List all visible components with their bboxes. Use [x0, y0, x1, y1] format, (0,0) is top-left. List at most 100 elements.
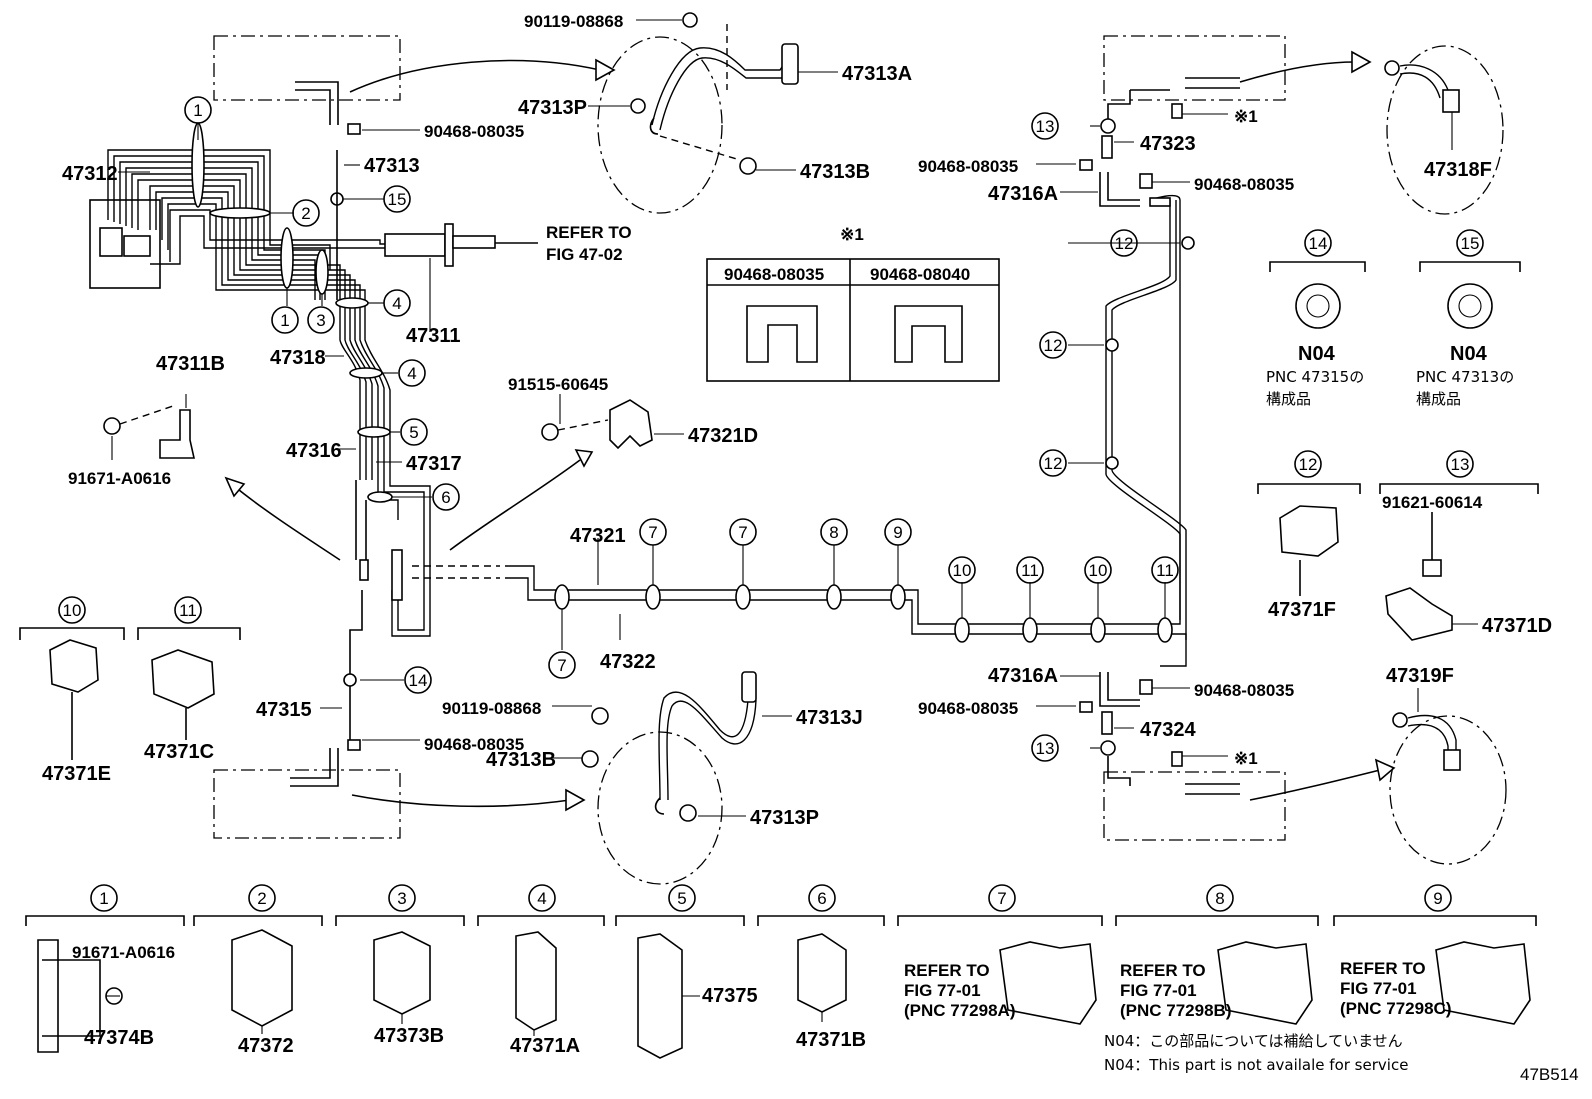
svg-text:12: 12	[1044, 336, 1063, 355]
bracket-b1	[25, 915, 185, 926]
circle-5: 5	[400, 418, 428, 446]
fitting-47324	[1101, 711, 1113, 735]
circle-4-bot: 4	[398, 359, 426, 387]
circle-10-b: 10	[1084, 556, 1112, 584]
svg-text:13: 13	[1451, 455, 1470, 474]
label-90468-e: 90468-08035	[1194, 681, 1294, 700]
arrow-curve-fr	[1239, 61, 1356, 83]
clamp-7-c	[735, 584, 751, 610]
bracket-b7	[897, 915, 1103, 926]
hose-end-47318F	[1442, 89, 1460, 113]
label-47313A: 47313A	[842, 63, 912, 85]
clip-90468c	[1079, 159, 1093, 171]
label-91621: 91621-60614	[1382, 493, 1483, 512]
n04-14-line3: 構成品	[1266, 390, 1311, 408]
svg-text:3: 3	[397, 889, 406, 908]
svg-text:2: 2	[301, 204, 310, 223]
joint-13-top	[1100, 118, 1116, 134]
refer-7-line1: REFER TO	[904, 961, 990, 980]
svg-text:3: 3	[316, 311, 325, 330]
svg-text:11: 11	[1021, 561, 1039, 580]
svg-text:14: 14	[409, 671, 428, 690]
circle-13-top: 13	[1031, 112, 1059, 140]
svg-text:5: 5	[409, 423, 418, 442]
label-91671-b: 91671-A0616	[72, 943, 175, 962]
bracket-b5	[615, 915, 745, 926]
grommet-47313P-bot	[679, 804, 697, 822]
circle-15-right: 15	[1456, 229, 1484, 257]
label-47374B: 47374B	[84, 1027, 154, 1049]
circle-b3: 3	[388, 884, 416, 912]
svg-text:8: 8	[1215, 889, 1224, 908]
label-91671-a: 91671-A0616	[68, 469, 171, 488]
clamp-47372	[231, 929, 293, 1027]
label-47318: 47318	[270, 347, 326, 369]
fitting-47318F	[1384, 60, 1400, 76]
hose-end-47319F	[1443, 749, 1461, 771]
tube-right-riser	[1111, 200, 1187, 640]
circle-b5: 5	[668, 884, 696, 912]
label-47313: 47313	[364, 155, 420, 177]
note-n04-ja: N04：この部品については補給していません	[1104, 1032, 1403, 1050]
bolt-91621	[1422, 559, 1442, 577]
svg-text:9: 9	[1433, 889, 1442, 908]
label-47375: 47375	[702, 985, 758, 1007]
tube-47315	[349, 590, 363, 740]
clamp-11-b	[1157, 617, 1173, 643]
clip-90468e	[1139, 679, 1153, 695]
inset-box-front-left	[213, 35, 401, 101]
hose-end-47313J	[741, 671, 757, 703]
clamp-7-a	[554, 584, 570, 610]
clamp-2	[209, 207, 271, 219]
clamp-47371D	[1385, 587, 1453, 641]
clamp-7-b	[645, 584, 661, 610]
circle-b1: 1	[90, 884, 118, 912]
clamp-4-bot	[349, 367, 383, 379]
detail-ellipse-rl	[597, 731, 723, 885]
legend-box	[706, 258, 1000, 382]
circle-12-c: 12	[1039, 449, 1067, 477]
detail-ellipse-fr	[1386, 45, 1504, 215]
n04-14-line1: N04	[1298, 343, 1336, 365]
hose-47313A-b	[659, 57, 782, 131]
tube-47316A-top-b	[1099, 172, 1140, 207]
rear-right-hose-group	[1079, 655, 1507, 865]
clamp-1-mid	[280, 227, 294, 289]
tube-right-riser-b	[1105, 200, 1181, 620]
junction-b	[391, 549, 403, 601]
bracket-b2	[193, 915, 323, 926]
bracket-13	[1379, 483, 1539, 494]
label-47322: 47322	[600, 651, 656, 673]
grommet-15	[1447, 283, 1493, 329]
arrow-curve-rr	[1249, 769, 1381, 801]
detail-ellipse-rr	[1389, 715, 1507, 865]
joint-12-a	[1181, 236, 1195, 250]
label-90468-b: 90468-08035	[424, 735, 524, 754]
refer-8-line1: REFER TO	[1120, 961, 1206, 980]
long-tube-group	[505, 194, 1195, 655]
circle-8: 8	[820, 518, 848, 546]
svg-text:10: 10	[1089, 561, 1108, 580]
svg-text:13: 13	[1036, 739, 1055, 758]
label-47371C: 47371C	[144, 741, 214, 763]
label-47312: 47312	[62, 163, 118, 185]
svg-text:9: 9	[893, 523, 902, 542]
clip-shape-b	[894, 305, 963, 363]
label-47316A-top: 47316A	[988, 183, 1058, 205]
label-47313B-bot: 47313B	[486, 749, 556, 771]
refer-9-line2: FIG 77-01	[1340, 979, 1417, 998]
label-47324: 47324	[1140, 719, 1196, 741]
svg-text:7: 7	[997, 889, 1006, 908]
svg-text:10: 10	[953, 561, 972, 580]
clip-shape-a	[746, 305, 818, 363]
inset-pipe	[295, 89, 331, 125]
label-90468-d: 90468-08035	[1194, 175, 1294, 194]
tube-47316A-top	[1107, 172, 1140, 201]
bolt-90119a	[682, 12, 698, 28]
circle-2: 2	[292, 199, 320, 227]
clip-90468a	[347, 123, 361, 135]
bracket-11	[137, 627, 241, 640]
circle-b7: 7	[988, 884, 1016, 912]
label-47311B: 47311B	[156, 353, 225, 375]
